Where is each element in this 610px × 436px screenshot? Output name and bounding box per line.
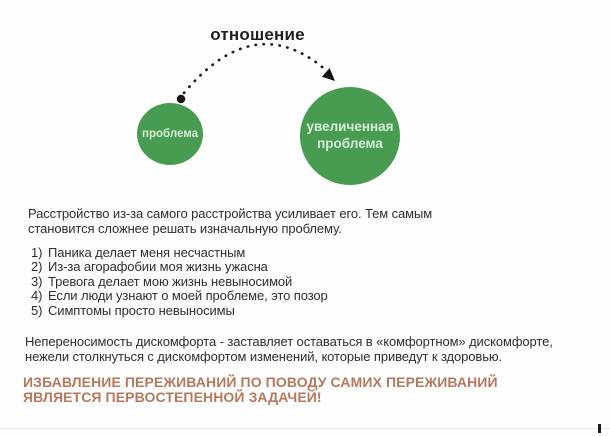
list-item: 3) Тревога делает мою жизнь невыносимой [31,273,293,289]
arc-arrowhead-icon [321,68,335,81]
beliefs-list: 1) Паника делает меня несчастным 2) Из-з… [31,245,328,318]
conclusion-line-1: ИЗБАВЛЕНИЕ ПЕРЕЖИВАНИЙ ПО ПОВОДУ САМИХ П… [23,374,498,390]
arc-start-dot [176,94,186,104]
discomfort-line-1: Непереносимость дискомфорта - заставляет… [25,334,553,349]
intro-line-1: Расстройство из-за самого расстройства у… [28,206,433,221]
dotted-arc-path [182,42,329,95]
intro-paragraph: Расстройство из-за самого расстройства у… [28,206,433,236]
relation-arrow [176,42,335,104]
intro-line-2: становится сложнее решать изначальную пр… [28,220,342,236]
big-problem-circle: увеличенная проблема [300,87,400,185]
big-problem-label: увеличенная проблема [306,119,394,151]
text-cursor-tick [598,424,601,433]
list-item: 2) Из-за агорафобии моя жизнь ужасна [31,259,268,275]
small-problem-label: проблема [142,128,198,140]
discomfort-line-2: нежели столкнуться с дискомфортом измене… [25,348,503,364]
discomfort-paragraph: Непереносимость дискомфорта - заставляет… [25,334,553,364]
diagram-title: отношение [210,25,305,44]
list-item: 4) Если люди узнают о моей проблеме, это… [31,288,328,304]
bottom-divider-line [0,428,610,429]
list-item: 1) Паника делает меня несчастным [31,245,246,260]
small-problem-circle: проблема [137,103,203,165]
conclusion-line-2: ЯВЛЯЕТСЯ ПЕРВОСТЕПЕННОЙ ЗАДАЧЕЙ! [23,389,322,406]
list-item: 5) Симптомы просто невыносимы [31,302,235,318]
conclusion-statement: ИЗБАВЛЕНИЕ ПЕРЕЖИВАНИЙ ПО ПОВОДУ САМИХ П… [23,374,498,406]
